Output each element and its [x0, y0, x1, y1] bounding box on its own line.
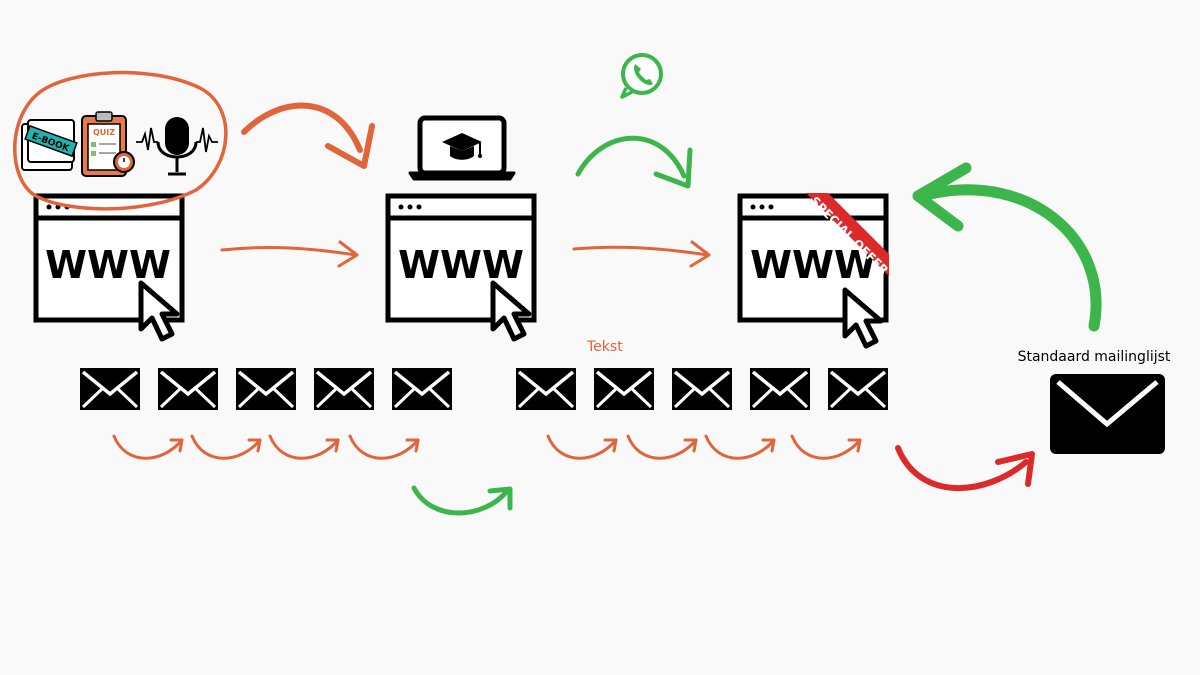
flow-arrow-1-2: [220, 240, 359, 268]
ebook-icon: E-BOOK: [21, 119, 78, 171]
quiz-clipboard-icon: QUIZ: [81, 111, 135, 177]
return-arrow: [912, 162, 1102, 332]
email-icon: [670, 366, 734, 412]
email-icon: [390, 366, 454, 412]
curl-arrow: [112, 434, 184, 460]
email-icon: [592, 366, 656, 412]
curl-arrow: [790, 434, 862, 460]
email-icon: [748, 366, 812, 412]
email-icon: [514, 366, 578, 412]
mail-envelope-icon: [1050, 374, 1165, 454]
curl-arrow: [626, 434, 698, 460]
email-icon: [312, 366, 376, 412]
mailing-list: Standaard mailinglijst: [1018, 349, 1171, 454]
curl-arrow: [268, 434, 340, 460]
email-icon: [156, 366, 220, 412]
landing-page-2: WWW: [385, 193, 537, 339]
curl-arrow: [546, 434, 618, 460]
curl-arrow: [190, 434, 262, 460]
lead-magnets: E-BOOK QUIZ: [13, 70, 228, 211]
www-label: WWW: [45, 243, 171, 287]
landing-page-1: WWW: [33, 193, 185, 339]
email-icon: [826, 366, 890, 412]
highlight-circle: [13, 70, 228, 211]
www-label: WWW: [750, 243, 876, 287]
landing-page-3: WWW SPECIAL OFFER: [737, 193, 891, 346]
email-curls-2: [546, 434, 862, 460]
laptop-graduation-cap-icon: [408, 115, 516, 181]
podcast-microphone-icon: [136, 117, 218, 176]
email-curls-1: [112, 434, 420, 460]
email-icon: [78, 366, 142, 412]
flow-arrow-2-3: [572, 240, 711, 268]
special-offer-ribbon: [806, 193, 889, 276]
curl-arrow: [704, 434, 776, 460]
sequence-link-arrow: [411, 485, 513, 516]
whatsapp-arrow: [575, 135, 693, 189]
whatsapp-icon: [620, 53, 663, 99]
email-sequence-1: [78, 366, 454, 412]
www-label: WWW: [398, 243, 524, 287]
lead-magnet-arrow: [241, 102, 375, 169]
email-sequence-2: [514, 366, 890, 412]
mailing-list-arrow: [895, 445, 1035, 491]
quiz-label: QUIZ: [93, 128, 115, 137]
email-icon: [234, 366, 298, 412]
curl-arrow: [348, 434, 420, 460]
text-label: Tekst: [586, 339, 623, 355]
mailing-list-label: Standaard mailinglijst: [1018, 349, 1171, 365]
